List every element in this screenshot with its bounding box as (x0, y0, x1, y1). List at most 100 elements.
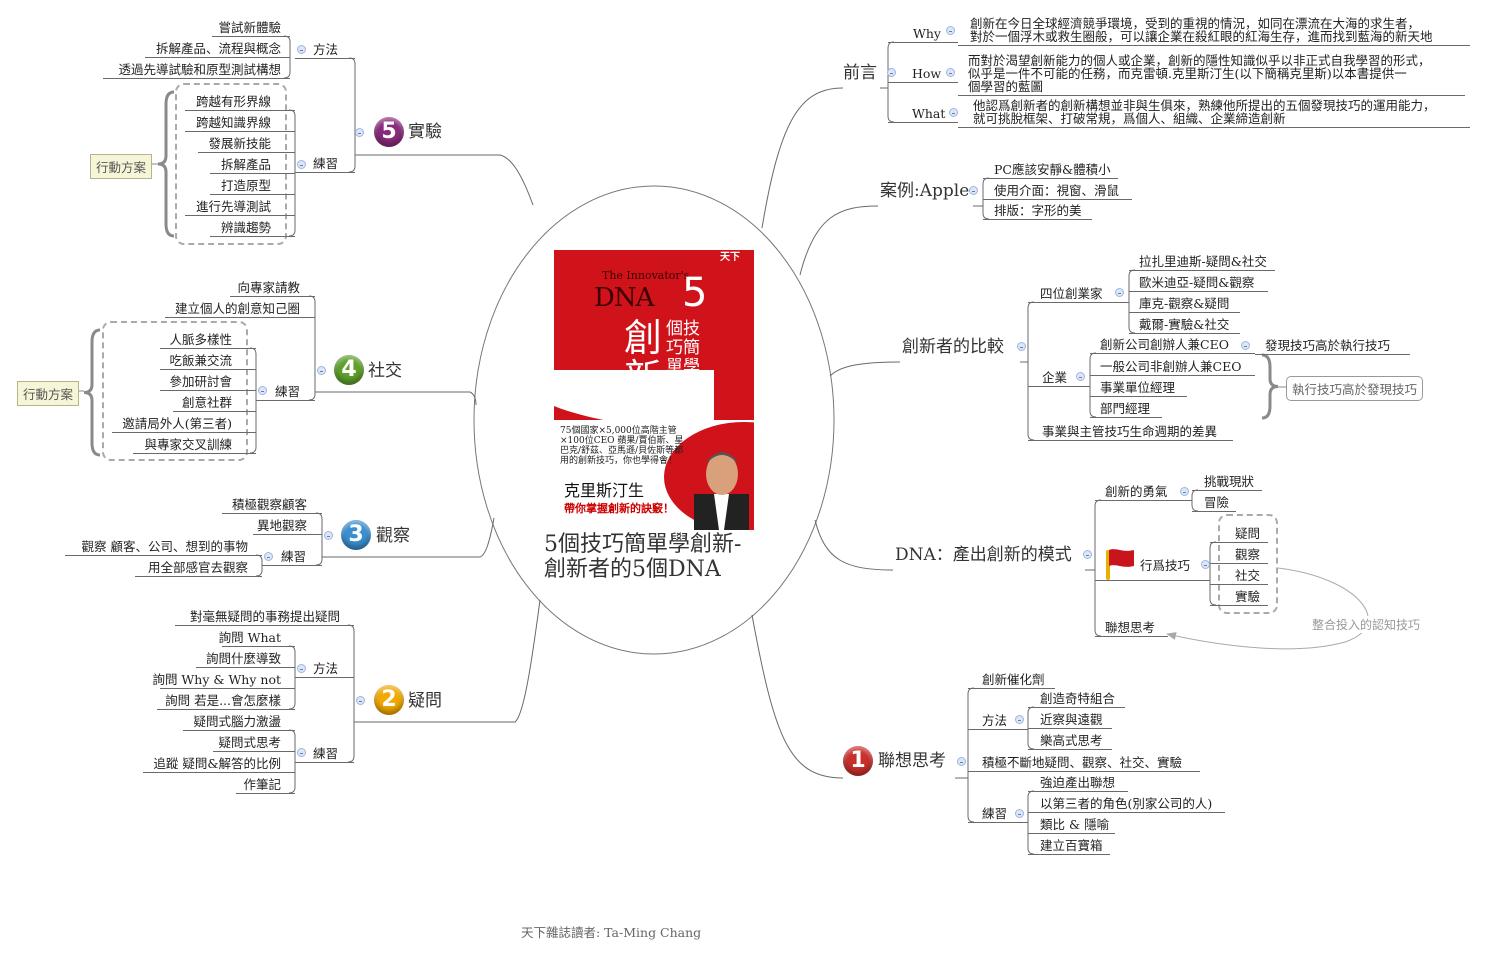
node-practice-item[interactable]: 吃飯兼交流 (160, 352, 256, 370)
node-apple-item[interactable]: 排版：字形的美 (983, 202, 1092, 220)
collapse-toggle-icon[interactable] (297, 160, 306, 169)
node-how-text[interactable]: 而對於渴望創新能力的個人或企業，創新的隱性知識似乎以非正式自我學習的形式， 似乎… (958, 52, 1465, 96)
collapse-toggle-icon[interactable] (317, 366, 326, 375)
node-method[interactable]: 透過先導試驗和原型測試構想 (103, 61, 290, 79)
node-corp-role[interactable]: 事業單位經理 (1090, 379, 1187, 397)
node-practice[interactable]: 練習 (968, 805, 1028, 823)
collapse-toggle-icon[interactable] (1015, 809, 1024, 818)
node-corp-role[interactable]: 部門經理 (1090, 400, 1162, 418)
node-observe-item[interactable]: 積極觀察顧客 (222, 496, 322, 514)
node-practice[interactable]: 練習 (262, 548, 322, 566)
node-catalyst[interactable]: 創新催化劑 (968, 671, 1055, 689)
relationship-label[interactable]: 整合投入的認知技巧 (1312, 616, 1421, 633)
node-method[interactable]: 詢問 若是...會怎麼樣 (157, 692, 295, 710)
node-lifecycle[interactable]: 事業與主管技巧生命週期的差異 (1028, 423, 1233, 441)
collapse-toggle-icon[interactable] (946, 26, 955, 35)
node-practice-item[interactable]: 進行先導測試 (185, 198, 295, 216)
node-practice-item[interactable]: 創意社群 (173, 394, 256, 412)
collapse-toggle-icon[interactable] (957, 757, 966, 766)
node-method[interactable]: 創造奇特組合 (1028, 690, 1125, 708)
topic-networking[interactable]: 社交 (368, 362, 470, 393)
node-practice-item[interactable]: 參加研討會 (160, 373, 256, 391)
node-behavior[interactable]: 觀察 (1210, 546, 1268, 564)
topic-observing[interactable]: 觀察 (376, 527, 480, 558)
node-method[interactable]: 詢問 What (219, 629, 295, 647)
node-practice-item[interactable]: 辨識趨勢 (210, 219, 295, 237)
collapse-toggle-icon[interactable] (356, 696, 365, 705)
collapse-toggle-icon[interactable] (1083, 550, 1092, 559)
topic-experimenting[interactable]: 實驗 (408, 123, 500, 156)
node-practice-item[interactable]: 人脈多樣性 (160, 331, 256, 349)
topic-associating[interactable]: 聯想思考 (878, 748, 955, 779)
node-method[interactable]: 詢問 Why & Why not (152, 671, 295, 689)
node-founder[interactable]: 歐米迪亞-疑問&觀察 (1129, 274, 1268, 292)
node-how[interactable]: How (888, 65, 958, 83)
node-practice[interactable]: 練習 (295, 745, 354, 763)
collapse-toggle-icon[interactable] (969, 186, 978, 195)
node-practice-item[interactable]: 用全部感官去觀察 (135, 559, 262, 577)
collapse-toggle-icon[interactable] (1241, 341, 1250, 350)
node-founder[interactable]: 拉扎里迪斯-疑問&社交 (1129, 253, 1275, 271)
node-practice-item[interactable]: 類比 & 隱喻 (1028, 816, 1115, 834)
node-apple-item[interactable]: PC應該安靜&體積小 (983, 161, 1118, 179)
collapse-toggle-icon[interactable] (1076, 372, 1085, 381)
collapse-toggle-icon[interactable] (258, 386, 267, 395)
node-corporate[interactable]: 企業 (1028, 369, 1090, 387)
collapse-toggle-icon[interactable] (1201, 560, 1210, 569)
collapse-toggle-icon[interactable] (297, 45, 306, 54)
collapse-toggle-icon[interactable] (1115, 288, 1124, 297)
node-dna-associating[interactable]: 聯想思考 (1095, 619, 1168, 637)
collapse-toggle-icon[interactable] (297, 748, 306, 757)
node-what-text[interactable]: 他認爲創新者的創新構想並非與生俱來，熟練他所提出的五個發現技巧的運用能力， 就可… (958, 97, 1470, 128)
collapse-toggle-icon[interactable] (355, 128, 364, 137)
node-practice-item[interactable]: 打造原型 (210, 177, 295, 195)
node-corp-role[interactable]: 創新公司創辦人兼CEO (1090, 336, 1255, 354)
collapse-toggle-icon[interactable] (1017, 342, 1026, 351)
node-practice-item[interactable]: 追蹤 疑問&解答的比例 (143, 755, 295, 773)
node-courage-item[interactable]: 挑戰現狀 (1192, 473, 1262, 491)
node-founder[interactable]: 戴爾-實驗&社交 (1129, 316, 1240, 334)
node-methods[interactable]: 方法 (295, 41, 355, 59)
node-practice-item[interactable]: 拆解產品 (210, 156, 295, 174)
node-practice-item[interactable]: 發展新技能 (198, 135, 295, 153)
node-question-lead[interactable]: 對毫無疑問的事務提出疑問 (175, 608, 354, 626)
node-practice-item[interactable]: 邀請局外人(第三者) (112, 415, 256, 433)
node-methods[interactable]: 方法 (295, 660, 354, 678)
node-behavior[interactable]: 實驗 (1210, 588, 1268, 606)
node-method[interactable]: 拆解產品、流程與概念 (145, 40, 290, 58)
node-network-item[interactable]: 向專家請教 (230, 279, 315, 297)
node-practice-item[interactable]: 強迫產出聯想 (1028, 774, 1128, 792)
node-practice-item[interactable]: 作筆記 (236, 776, 295, 794)
node-corp-role[interactable]: 一般公司非創辦人兼CEO (1090, 358, 1255, 376)
action-plan-label[interactable]: 行動方案 (17, 381, 80, 406)
collapse-toggle-icon[interactable] (264, 552, 273, 561)
collapse-toggle-icon[interactable] (1180, 487, 1189, 496)
central-topic-title[interactable]: 5個技巧簡單學創新- 創新者的5個DNA (544, 532, 741, 582)
node-courage[interactable]: 創新的勇氣 (1095, 483, 1192, 501)
node-behavior[interactable]: 疑問 (1210, 525, 1268, 543)
node-apple-item[interactable]: 使用介面：視窗、滑鼠 (983, 182, 1132, 200)
node-practice[interactable]: 練習 (256, 383, 315, 401)
node-method[interactable]: 樂高式思考 (1028, 732, 1112, 750)
node-observe-item[interactable]: 異地觀察 (253, 517, 322, 535)
skills-note-box[interactable]: 執行技巧高於發現技巧 (1286, 376, 1424, 401)
node-practice-item[interactable]: 跨越有形界線 (185, 93, 295, 111)
node-practice-item[interactable]: 與專家交叉訓練 (133, 436, 256, 454)
node-why[interactable]: Why (888, 25, 958, 43)
collapse-toggle-icon[interactable] (1015, 715, 1024, 724)
node-behavior[interactable]: 社交 (1210, 567, 1268, 585)
node-founder-note[interactable]: 發現技巧高於執行技巧 (1255, 337, 1410, 355)
node-founders[interactable]: 四位創業家 (1028, 285, 1129, 303)
node-method[interactable]: 近察與遠觀 (1028, 711, 1112, 729)
node-practice-item[interactable]: 建立百寶箱 (1028, 837, 1110, 855)
topic-intro[interactable]: 前言 (843, 58, 888, 89)
node-practice-item[interactable]: 疑問式思考 (213, 734, 295, 752)
node-why-text[interactable]: 創新在今日全球經濟競爭環境，受到的重視的情況，如同在漂流在大海的求生者， 對於一… (958, 15, 1470, 46)
node-network-item[interactable]: 建立個人的創意知己圈 (165, 300, 315, 318)
node-method[interactable]: 嘗試新體驗 (212, 19, 290, 37)
node-practice-item[interactable]: 跨越知識界線 (185, 114, 295, 132)
node-what[interactable]: What (888, 105, 958, 123)
node-practice-item[interactable]: 疑問式腦力激盪 (183, 713, 295, 731)
action-plan-label[interactable]: 行動方案 (90, 154, 153, 179)
topic-questioning[interactable]: 疑問 (408, 692, 515, 723)
